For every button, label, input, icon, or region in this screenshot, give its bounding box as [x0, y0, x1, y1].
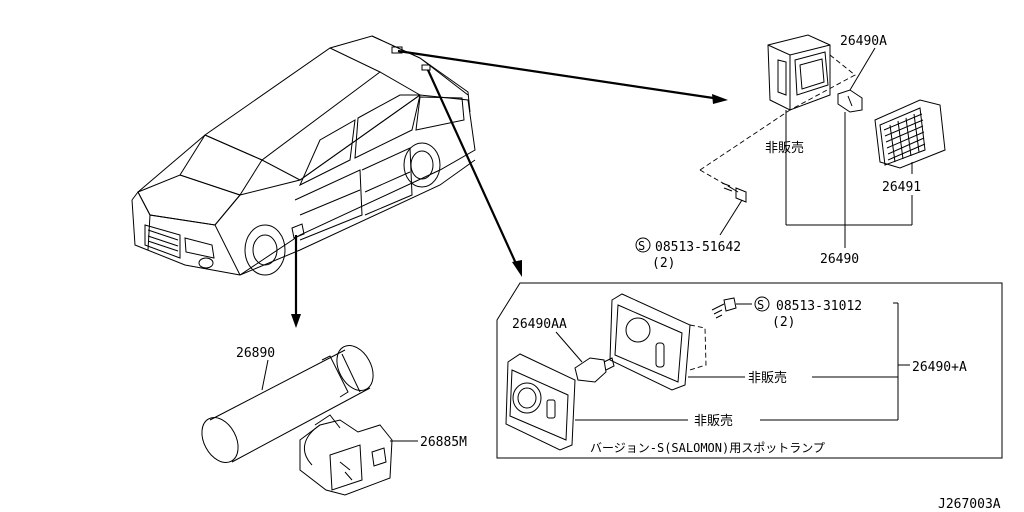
part-label-not-sold-top: 非販売 — [765, 140, 804, 156]
part-label-26490aa: 26490AA — [512, 317, 567, 332]
spot-lamp-box — [496, 282, 1003, 459]
screw-icon-top — [719, 182, 747, 236]
spot-bulb-icon — [555, 331, 615, 383]
diagram-code: J267003A — [938, 497, 1001, 512]
roof-lamp-leaders — [785, 110, 913, 248]
spot-lamp-unit — [505, 353, 576, 451]
part-qty-top: (2) — [652, 256, 675, 271]
part-label-26885m: 26885M — [420, 435, 467, 450]
flashlight-illustration — [201, 345, 374, 463]
part-label-26491: 26491 — [882, 180, 921, 195]
minivan-illustration — [131, 35, 476, 276]
flashlight-bracket — [299, 414, 418, 496]
roof-lamp-housing — [767, 34, 831, 111]
part-label-not-sold-mid: 非販売 — [748, 370, 787, 386]
circled-s-icon-bottom: S — [754, 296, 770, 312]
spot-lamp-bracket — [609, 293, 707, 391]
part-qty-bottom: (2) — [772, 315, 795, 330]
part-label-08513-31012: 08513-31012 — [776, 299, 862, 314]
part-label-26890: 26890 — [236, 346, 275, 361]
spot-lamp-leaders — [575, 302, 910, 421]
spot-lamp-caption: バージョン-S(SALOMON)用スポットランプ — [590, 441, 825, 455]
part-label-08513-51642: 08513-51642 — [655, 240, 741, 255]
lamp-lens-grid — [874, 99, 946, 174]
part-label-not-sold-low: 非販売 — [694, 413, 733, 429]
pointer-arrows — [291, 49, 728, 328]
circled-s-icon-top: S — [635, 237, 651, 253]
lamp-bulb-icon — [837, 47, 876, 113]
circled-s-letter-bottom: S — [757, 298, 764, 312]
part-label-26490-plus-a: 26490+A — [912, 360, 967, 375]
screw-icon-bottom — [711, 297, 752, 319]
circled-s-letter-top: S — [638, 239, 645, 253]
part-label-26490: 26490 — [820, 252, 859, 267]
part-label-26490a: 26490A — [840, 34, 887, 49]
